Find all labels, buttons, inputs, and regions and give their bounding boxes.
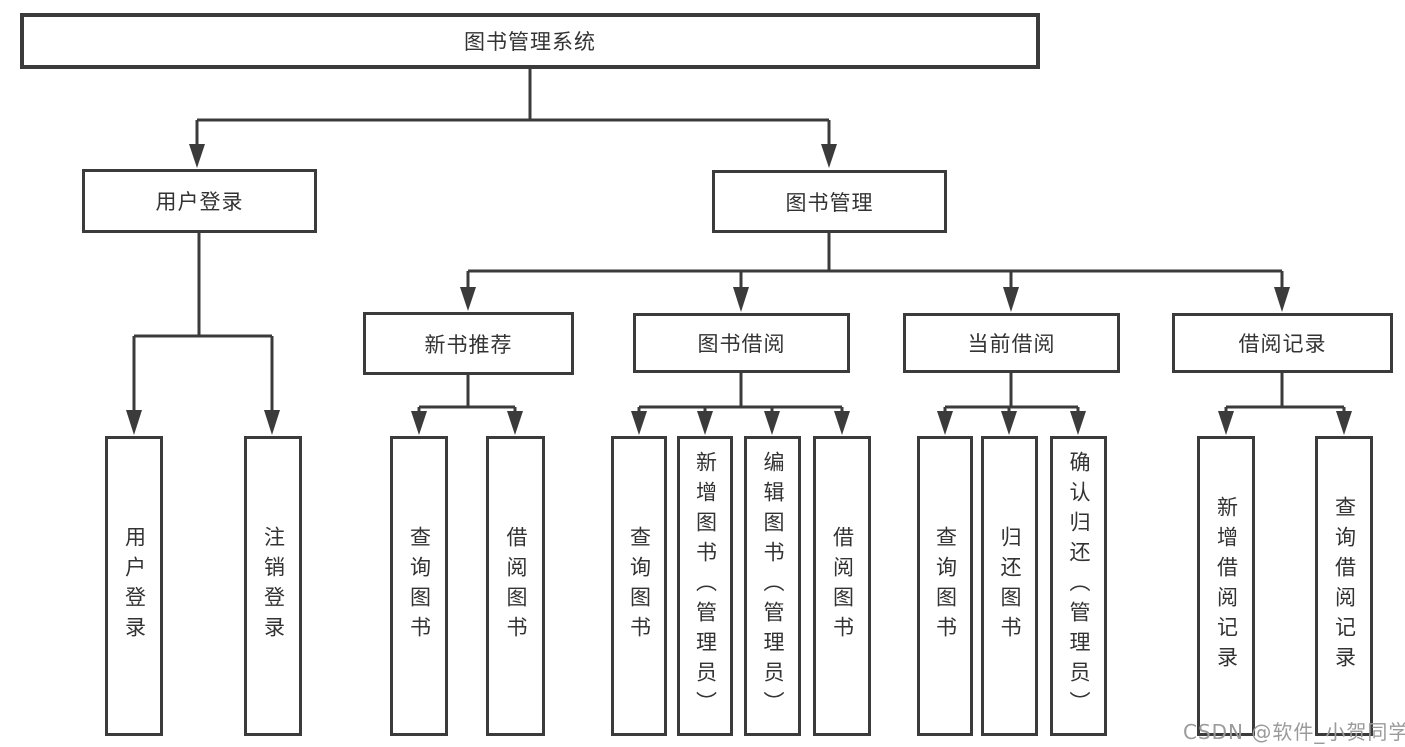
leaf-query-books-recommend: 查询图书 <box>390 436 448 736</box>
csdn-watermark: CSDN @软件_小贺同学 <box>1183 720 1405 744</box>
node-label: 注销登录 <box>261 526 286 646</box>
node-user-login: 用户登录 <box>82 169 317 233</box>
leaf-query-books-current: 查询图书 <box>917 436 973 736</box>
node-label: 新增图书（管理员） <box>693 451 718 721</box>
leaf-add-borrow-record: 新增借阅记录 <box>1197 436 1255 736</box>
leaf-borrow-books: 借阅图书 <box>813 436 871 736</box>
connector-root-to-level2 <box>189 69 837 168</box>
node-current-borrow: 当前借阅 <box>903 313 1120 373</box>
leaf-user-login: 用户登录 <box>105 436 163 736</box>
node-label: 新增借阅记录 <box>1214 496 1239 676</box>
connector-book-borrow-split <box>631 373 850 435</box>
leaf-logout: 注销登录 <box>244 436 302 736</box>
node-label: 图书借阅 <box>697 332 786 356</box>
node-label: 当前借阅 <box>967 332 1056 356</box>
node-label: 查询图书 <box>933 526 958 646</box>
node-borrow-records: 借阅记录 <box>1172 313 1393 373</box>
node-new-book-recommend: 新书推荐 <box>363 312 574 375</box>
node-label: 图书管理系统 <box>464 30 596 54</box>
node-label: 查询借阅记录 <box>1332 496 1357 676</box>
leaf-edit-books-admin: 编辑图书（管理员） <box>744 436 801 736</box>
leaf-add-books-admin: 新增图书（管理员） <box>677 436 733 736</box>
leaf-query-books-borrow: 查询图书 <box>611 436 667 736</box>
node-label: 图书管理 <box>785 190 874 215</box>
leaf-query-borrow-record: 查询借阅记录 <box>1315 436 1373 736</box>
leaf-confirm-return-admin: 确认归还（管理员） <box>1050 436 1107 736</box>
connector-borrow-records-split <box>1218 373 1352 435</box>
node-label: 借阅记录 <box>1238 332 1327 356</box>
node-label: 新书推荐 <box>424 332 513 357</box>
node-label: 借阅图书 <box>830 526 855 646</box>
node-label: 借阅图书 <box>504 526 528 646</box>
connector-current-borrow-split <box>937 373 1086 435</box>
node-root-library-system: 图书管理系统 <box>20 13 1040 69</box>
leaf-borrow-books-recommend: 借阅图书 <box>486 436 545 736</box>
node-label: 用户登录 <box>155 190 244 214</box>
node-book-borrow: 图书借阅 <box>633 313 850 373</box>
connector-book-management-split <box>460 233 1290 312</box>
node-label: 归还图书 <box>998 526 1022 646</box>
node-label: 查询图书 <box>407 526 432 646</box>
node-label: 用户登录 <box>122 526 147 646</box>
leaf-return-books: 归还图书 <box>981 436 1038 736</box>
node-book-management: 图书管理 <box>712 170 947 233</box>
node-label: 确认归还（管理员） <box>1067 451 1091 721</box>
node-label: 查询图书 <box>627 526 652 646</box>
connector-new-book-rec-split <box>411 374 523 435</box>
connector-user-login-split <box>126 233 280 435</box>
node-label: 编辑图书（管理员） <box>761 451 785 721</box>
